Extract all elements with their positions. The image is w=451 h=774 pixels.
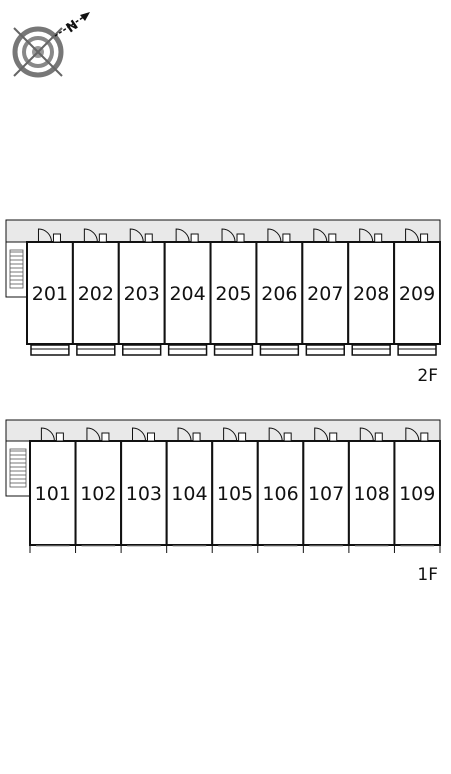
door-icon bbox=[175, 228, 199, 243]
door-icon bbox=[359, 228, 383, 243]
stair-outline bbox=[9, 249, 24, 289]
room-label: 103 bbox=[126, 483, 162, 505]
room-102: 102 bbox=[74, 427, 123, 553]
balcony bbox=[397, 344, 437, 356]
room-label: 209 bbox=[399, 283, 435, 305]
balcony bbox=[30, 344, 70, 356]
room-105: 105 bbox=[211, 427, 259, 553]
room-label: 102 bbox=[80, 483, 116, 505]
room-label: 203 bbox=[124, 283, 160, 305]
room-label: 109 bbox=[399, 483, 435, 505]
room-outline bbox=[120, 440, 168, 546]
door-icon bbox=[129, 228, 153, 243]
door-icon bbox=[405, 228, 429, 243]
room-outline bbox=[256, 440, 305, 546]
balcony bbox=[305, 344, 345, 356]
door-icon bbox=[83, 228, 107, 243]
balcony bbox=[122, 344, 162, 356]
room-outline bbox=[302, 440, 350, 546]
balcony bbox=[351, 344, 391, 356]
stairs bbox=[10, 450, 26, 484]
room-108: 108 bbox=[347, 427, 396, 553]
room-label: 204 bbox=[169, 283, 205, 305]
room-outline bbox=[393, 241, 442, 345]
room-label: 201 bbox=[32, 283, 68, 305]
floor-label: 2F bbox=[417, 366, 438, 386]
door-icon bbox=[359, 427, 383, 442]
room-206: 206 bbox=[255, 228, 304, 356]
room-label: 105 bbox=[217, 483, 253, 505]
room-label: 101 bbox=[35, 483, 71, 505]
room-label: 208 bbox=[353, 283, 389, 305]
door-icon bbox=[177, 427, 201, 442]
room-label: 202 bbox=[78, 283, 114, 305]
room-label: 106 bbox=[262, 483, 298, 505]
room-202: 202 bbox=[71, 228, 120, 356]
room-208: 208 bbox=[347, 228, 396, 356]
room-205: 205 bbox=[209, 228, 258, 356]
room-104: 104 bbox=[165, 427, 214, 553]
room-label: 104 bbox=[171, 483, 207, 505]
room-201: 201 bbox=[26, 228, 74, 356]
room-207: 207 bbox=[301, 228, 350, 356]
door-icon bbox=[314, 427, 338, 442]
door-icon bbox=[221, 228, 245, 243]
floor-1f: 101 102 103 104 105 106 107 108 109 1F bbox=[5, 419, 442, 585]
balcony bbox=[213, 344, 254, 356]
room-outline bbox=[347, 440, 396, 546]
room-outline bbox=[29, 440, 77, 546]
stairs bbox=[10, 251, 23, 285]
room-107: 107 bbox=[302, 427, 350, 553]
floor-label: 1F bbox=[417, 565, 438, 585]
room-101: 101 bbox=[29, 427, 77, 553]
room-103: 103 bbox=[120, 427, 168, 553]
room-label: 207 bbox=[307, 283, 343, 305]
compass-north-label: N bbox=[64, 18, 82, 37]
room-outline bbox=[71, 241, 120, 345]
room-109: 109 bbox=[393, 427, 442, 553]
door-icon bbox=[223, 427, 247, 442]
room-outline bbox=[26, 241, 74, 345]
floor-2f: 201 202 203 204 205 206 207 208 209 2F bbox=[5, 219, 442, 386]
room-label: 206 bbox=[261, 283, 297, 305]
door-icon bbox=[405, 427, 429, 442]
room-outline bbox=[347, 241, 396, 345]
balcony bbox=[259, 344, 300, 356]
door-icon bbox=[40, 427, 64, 442]
door-icon bbox=[86, 427, 110, 442]
room-label: 205 bbox=[215, 283, 251, 305]
room-outline bbox=[74, 440, 123, 546]
stair-outline bbox=[9, 448, 27, 488]
door-icon bbox=[132, 427, 155, 442]
balcony bbox=[76, 344, 116, 356]
room-203: 203 bbox=[117, 228, 166, 356]
room-outline bbox=[211, 440, 259, 546]
door-icon bbox=[267, 228, 291, 243]
room-209: 209 bbox=[393, 228, 442, 356]
door-icon bbox=[37, 228, 61, 243]
room-label: 108 bbox=[354, 483, 390, 505]
door-icon bbox=[268, 427, 292, 442]
balcony bbox=[167, 344, 208, 356]
room-outline bbox=[255, 241, 304, 345]
room-outline bbox=[393, 440, 442, 546]
door-icon bbox=[313, 228, 337, 243]
room-outline bbox=[117, 241, 166, 345]
compass-rose-icon: N bbox=[12, 12, 90, 78]
room-outline bbox=[209, 241, 258, 345]
room-106: 106 bbox=[256, 427, 305, 553]
room-label: 107 bbox=[308, 483, 344, 505]
room-204: 204 bbox=[163, 228, 212, 356]
